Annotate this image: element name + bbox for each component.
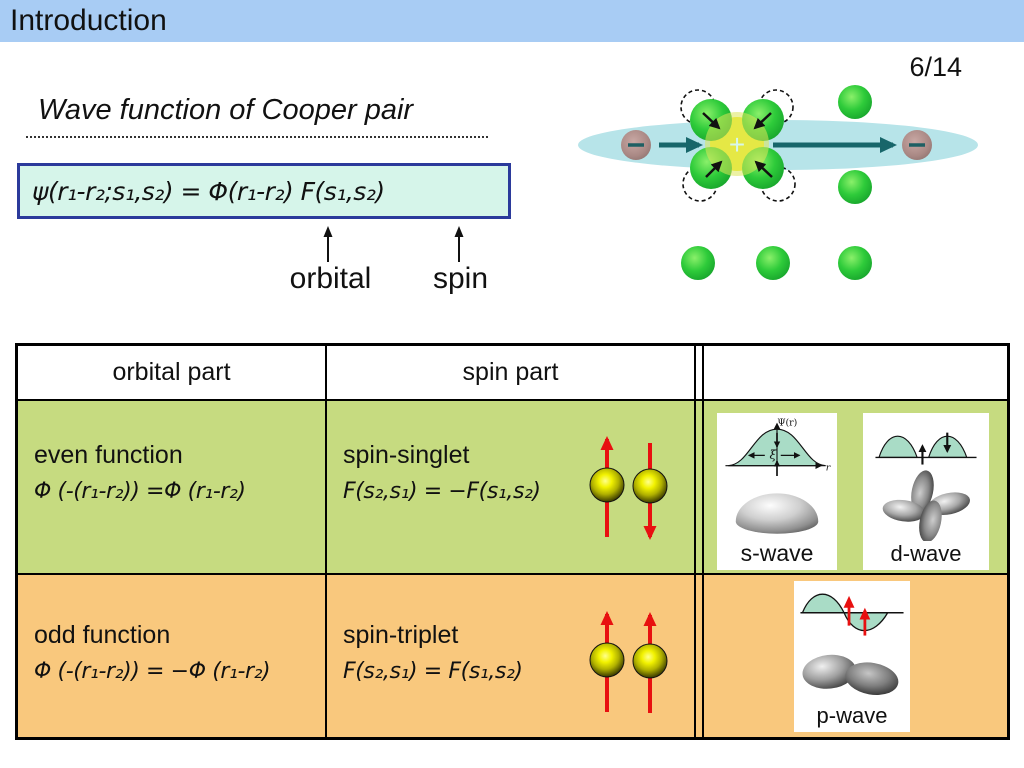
formula-box: ψ(r₁-r₂;s₁,s₂) = Φ(r₁-r₂) F(s₁,s₂) [17,163,511,219]
s-wave-orbital-icon [735,493,819,534]
slide-header: Introduction [0,0,1024,42]
function-formula: Φ (-(r₁-r₂)) = −Φ (r₁-r₂) [34,659,271,684]
column-divider [694,401,704,573]
lattice-ion-icon [756,246,790,280]
section-title: Wave function of Cooper pair [26,94,488,138]
spin-formula: F(s₂,s₁) = −F(s₁,s₂) [343,479,541,504]
s-wave-graph: Ψ(r) r ξ [725,417,831,476]
column-divider [694,346,704,399]
r-axis-label: r [826,462,831,473]
orbital-label: orbital [289,262,372,295]
up-arrow-icon [323,226,333,262]
function-name: even function [34,441,183,469]
p-wave-graph [800,593,904,636]
function-formula: Φ (-(r₁-r₂)) =Φ (r₁-r₂) [34,479,246,504]
column-divider [694,575,704,737]
wave-function-formula: ψ(r₁-r₂;s₁,s₂) = Φ(r₁-r₂) F(s₁,s₂) [32,176,385,206]
lattice-ion-icon [681,246,715,280]
electron-ball-icon [589,642,625,678]
spin-label: spin [432,262,489,295]
electron-ball-icon [589,467,625,503]
cell-even-function: even function Φ (-(r₁-r₂)) =Φ (r₁-r₂) [18,401,327,573]
wave-type-label: p-wave [816,703,888,728]
d-wave-graph [875,432,977,465]
positive-charge-overlay [705,112,769,176]
table-row: odd function Φ (-(r₁-r₂)) = −Φ (r₁-r₂) s… [18,575,1007,737]
lattice-ion-icon [838,246,872,280]
inward-arrow-icons [702,112,773,178]
cell-odd-function: odd function Φ (-(r₁-r₂)) = −Φ (r₁-r₂) [18,575,327,737]
spin-singlet-pair-icon [589,436,668,540]
cell-spin-singlet: spin-singlet F(s₂,s₁) = −F(s₁,s₂) [327,401,694,573]
p-wave-panel: p-wave [794,581,910,732]
d-wave-panel: d-wave [863,413,989,570]
xi-label: ξ [770,448,778,462]
cooper-pair-illustration: + [578,85,978,280]
lattice-ion-icon [838,85,872,119]
header-cell-orbital: orbital part [18,346,327,399]
d-wave-orbital-icon [882,470,970,541]
spin-formula: F(s₂,s₁) = F(s₁,s₂) [343,659,523,684]
wave-type-label: d-wave [890,541,962,566]
electron-ball-icon [632,468,668,504]
table-row: even function Φ (-(r₁-r₂)) =Φ (r₁-r₂) sp… [18,401,1007,575]
up-arrow-icon [454,226,464,262]
psi-axis-label: Ψ(r) [777,417,797,428]
wave-type-label: s-wave [740,540,814,566]
header-cell-visual [704,346,1007,399]
spin-name: spin-singlet [343,441,470,469]
table-header-row: orbital part spin part [18,346,1007,401]
electron-ball-icon [632,643,668,679]
function-name: odd function [34,621,171,649]
spin-name: spin-triplet [343,621,459,649]
lattice-ion-icon [838,170,872,204]
cell-singlet-waves: Ψ(r) r ξ [704,401,1007,573]
p-wave-orbital-icon [802,655,899,696]
s-wave-panel: Ψ(r) r ξ [717,413,837,570]
pairing-table: orbital part spin part even function Φ (… [15,343,1010,740]
cell-triplet-waves: p-wave [704,575,1007,737]
header-title: Introduction [10,4,167,37]
cell-spin-triplet: spin-triplet F(s₂,s₁) = F(s₁,s₂) [327,575,694,737]
spin-triplet-pair-icon [589,611,668,713]
page-number: 6/14 [909,52,962,82]
plus-icon: + [729,129,745,160]
header-cell-spin: spin part [462,358,559,386]
